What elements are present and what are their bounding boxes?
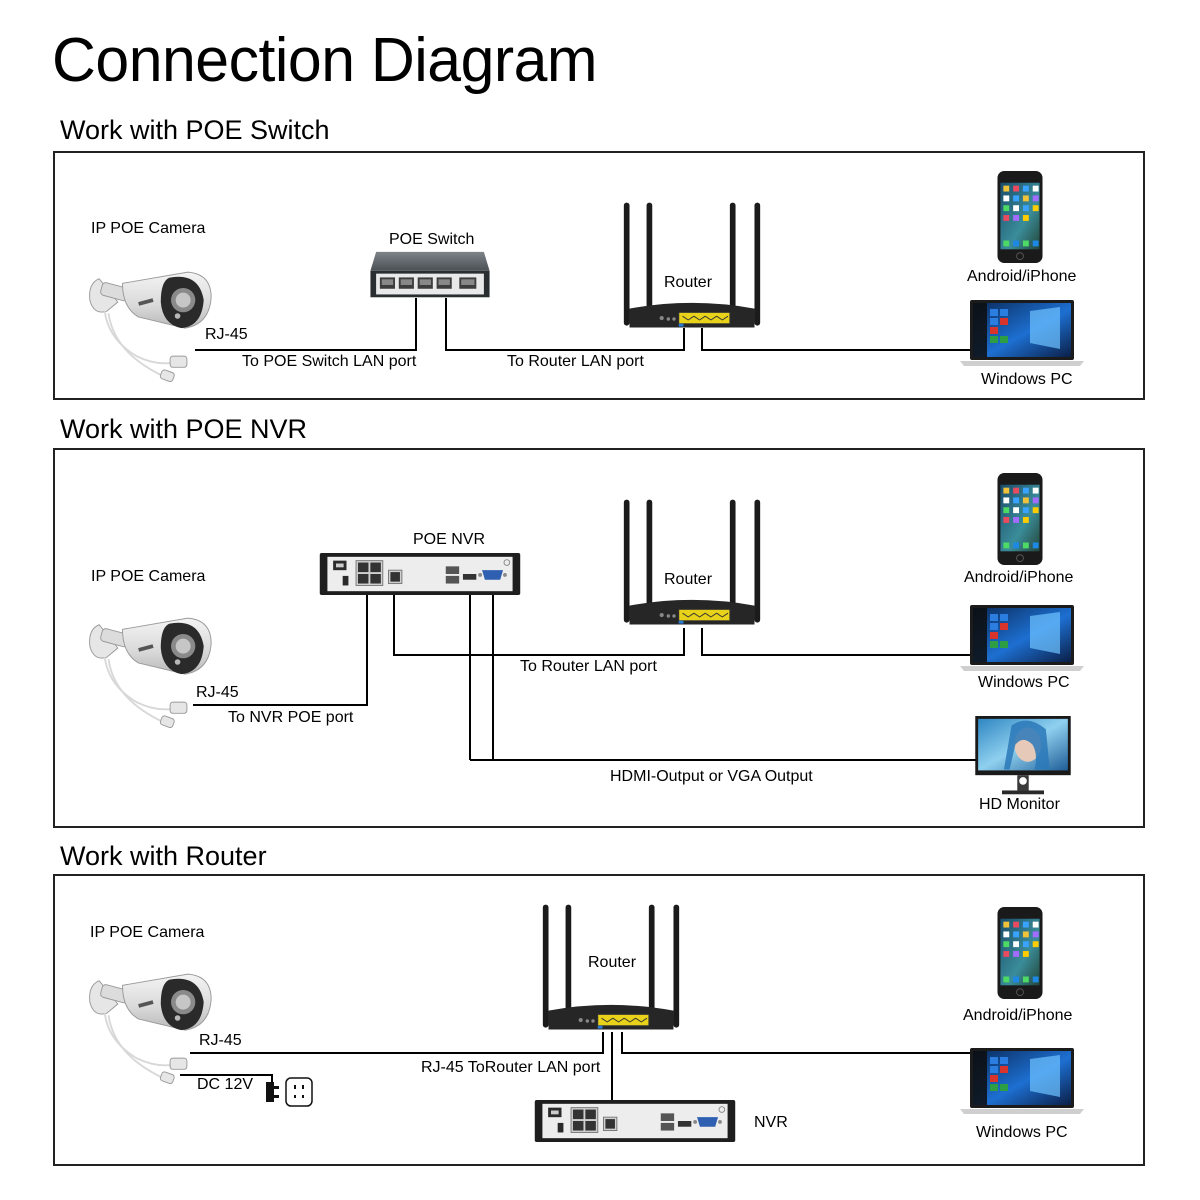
power-outlet-icon <box>266 1076 316 1108</box>
rj45-label: RJ-45 <box>205 326 248 343</box>
laptop-icon <box>960 604 1084 672</box>
camera-label: IP POE Camera <box>90 924 205 941</box>
panel-poe-switch <box>53 151 1145 400</box>
pc-label: Windows PC <box>981 371 1073 388</box>
nvr-label: POE NVR <box>413 531 486 548</box>
cable-switch-to-router <box>445 298 685 351</box>
phone-label: Android/iPhone <box>963 1007 1073 1024</box>
cable-router-to-pc-2 <box>701 628 985 656</box>
section-heading-poe-switch: Work with POE Switch <box>60 115 330 145</box>
camera-label: IP POE Camera <box>91 220 206 237</box>
poe-switch-icon <box>365 250 495 302</box>
phone-label: Android/iPhone <box>967 268 1077 285</box>
cable-dc-power <box>180 1074 273 1085</box>
cable-router-to-pc-3 <box>621 1032 985 1054</box>
cable-nvr-to-router <box>393 590 685 656</box>
router-label: Router <box>664 274 713 291</box>
monitor-icon <box>975 716 1071 800</box>
cable-label-to-router: To Router LAN port <box>520 658 657 675</box>
page-title: Connection Diagram <box>52 26 598 95</box>
router-icon <box>612 195 772 337</box>
nvr-label: NVR <box>754 1114 788 1131</box>
laptop-icon <box>960 299 1084 367</box>
phone-icon <box>996 906 1044 1000</box>
phone-label: Android/iPhone <box>964 569 1074 586</box>
cable-label-to-router: To Router LAN port <box>507 353 644 370</box>
pc-label: Windows PC <box>978 674 1070 691</box>
router-icon <box>612 492 772 634</box>
camera-icon <box>78 948 223 1088</box>
rj45-label: RJ-45 <box>199 1032 242 1049</box>
video-output-label: HDMI-Output or VGA Output <box>610 768 813 785</box>
camera-icon <box>78 592 223 732</box>
cable-label-to-router: RJ-45 ToRouter LAN port <box>421 1059 601 1076</box>
cable-camera-to-nvr <box>193 590 368 706</box>
cable-router-to-pc <box>701 328 985 351</box>
router-label: Router <box>588 954 637 971</box>
dc-label: DC 12V <box>197 1076 254 1093</box>
laptop-icon <box>960 1047 1084 1115</box>
nvr-icon <box>533 1100 737 1142</box>
panel-poe-nvr <box>53 448 1145 828</box>
phone-icon <box>996 472 1044 566</box>
router-label: Router <box>664 571 713 588</box>
cable-label-to-switch: To POE Switch LAN port <box>242 353 417 370</box>
cable-camera-to-switch <box>195 298 417 351</box>
switch-label: POE Switch <box>389 231 475 248</box>
camera-icon <box>78 246 223 386</box>
cable-camera-to-router <box>190 1032 604 1054</box>
rj45-label: RJ-45 <box>196 684 239 701</box>
poe-nvr-icon <box>318 553 522 595</box>
pc-label: Windows PC <box>976 1124 1068 1141</box>
monitor-label: HD Monitor <box>979 796 1060 813</box>
panel-router <box>53 874 1145 1166</box>
cable-label-to-nvr: To NVR POE port <box>228 709 354 726</box>
section-heading-poe-nvr: Work with POE NVR <box>60 414 308 444</box>
phone-icon <box>996 170 1044 264</box>
section-heading-router: Work with Router <box>60 841 267 871</box>
camera-label: IP POE Camera <box>91 568 206 585</box>
